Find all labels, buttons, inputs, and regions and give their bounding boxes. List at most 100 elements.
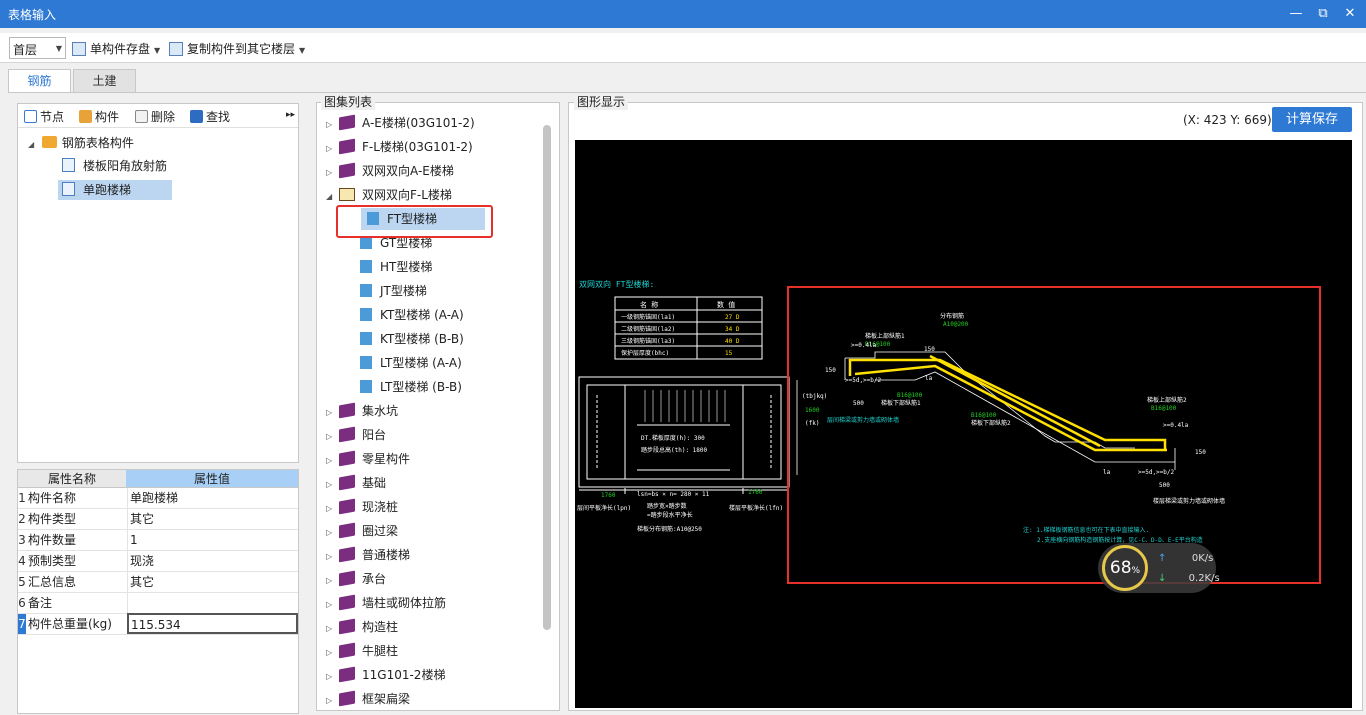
atlas-group-item[interactable]: ▷牛腿柱 (326, 640, 398, 662)
drawing-canvas[interactable]: 双网双向 FT型楼梯: 名 称 数 值 一级钢筋锚固(la1) 27 D 二级钢… (575, 140, 1352, 708)
stair-drawing: 双网双向 FT型楼梯: 名 称 数 值 一级钢筋锚固(la1) 27 D 二级钢… (577, 279, 1321, 584)
property-value[interactable]: 其它 (127, 572, 298, 592)
expand-icon[interactable]: ▷ (326, 168, 333, 177)
tree-root[interactable]: ◢ 钢筋表格构件 (28, 133, 134, 153)
atlas-group-item[interactable]: ▷双网双向A-E楼梯 (326, 160, 454, 182)
expand-icon[interactable]: ▷ (326, 552, 333, 561)
expand-icon[interactable]: ▷ (326, 624, 333, 633)
atlas-group-item[interactable]: ▷阳台 (326, 424, 386, 446)
property-value[interactable]: 其它 (127, 509, 298, 529)
atlas-group-item[interactable]: ▷普通楼梯 (326, 544, 410, 566)
expand-icon[interactable]: ▷ (326, 504, 333, 513)
save-single-component-button[interactable]: 单构件存盘▼ (72, 40, 160, 58)
collapse-icon[interactable]: ◢ (28, 140, 35, 149)
atlas-child-item[interactable]: KT型楼梯 (B-B) (360, 328, 464, 350)
book-icon (339, 666, 355, 683)
atlas-item-label: 零星构件 (362, 452, 411, 466)
highlight-box (787, 286, 1321, 584)
plan-label: (tbjkq) (802, 393, 827, 400)
copy-to-floor-button[interactable]: 复制构件到其它楼层▼ (169, 40, 305, 58)
section-label: B16@100 (865, 341, 891, 348)
atlas-child-item[interactable]: LT型楼梯 (A-A) (360, 352, 462, 374)
property-name: 汇总信息 (28, 575, 77, 589)
atlas-group-item[interactable]: ▷构造柱 (326, 616, 398, 638)
expand-icon[interactable]: ▷ (326, 408, 333, 417)
find-button[interactable]: 查找 (190, 108, 230, 125)
drawing-page-icon (360, 356, 372, 369)
atlas-group-item[interactable]: ▷框架扁梁 (326, 688, 410, 710)
main-toolbar: 首层 ▼ 单构件存盘▼ 复制构件到其它楼层▼ (0, 33, 1366, 63)
atlas-group-item[interactable]: ▷ 零星构件 (326, 448, 410, 470)
expand-icon[interactable]: ▷ (326, 144, 333, 153)
property-value[interactable]: 1 (127, 530, 298, 550)
atlas-group-item[interactable]: ▷集水坑 (326, 400, 398, 422)
expand-icon[interactable]: ▷ (326, 576, 333, 585)
atlas-scrollbar[interactable] (543, 125, 551, 630)
atlas-child-item[interactable]: JT型楼梯 (360, 280, 427, 302)
expand-icon[interactable]: ▷ (326, 456, 333, 465)
atlas-child-item[interactable]: GT型楼梯 (360, 232, 432, 254)
atlas-group-item[interactable]: ▷墙柱或砌体拉筋 (326, 592, 446, 614)
atlas-group-item[interactable]: ▷基础 (326, 472, 386, 494)
component-doc-icon (62, 158, 75, 172)
atlas-child-item[interactable]: HT型楼梯 (360, 256, 432, 278)
atlas-child-item[interactable]: FT型楼梯 (361, 208, 485, 230)
property-value[interactable]: 单跑楼梯 (127, 488, 298, 508)
atlas-child-item[interactable]: KT型楼梯 (A-A) (360, 304, 464, 326)
expand-icon[interactable]: ▷ (326, 120, 333, 129)
atlas-group-item[interactable]: ▷圈过梁 (326, 520, 398, 542)
atlas-group-item[interactable]: ▷承台 (326, 568, 386, 590)
book-icon (339, 570, 355, 587)
open-book-icon (339, 188, 355, 201)
expand-icon[interactable]: ▷ (326, 528, 333, 537)
row-index: 1 (18, 491, 26, 505)
row-index: 6 (18, 596, 26, 610)
property-value-editor[interactable]: 115.534 (127, 613, 298, 634)
add-component-button[interactable]: 构件 (79, 108, 119, 125)
network-speed-widget[interactable]: 68% ↑ 0K/s ↓ 0.2K/s (1098, 543, 1220, 593)
property-value[interactable]: 现浇 (127, 551, 298, 571)
expand-icon[interactable]: ▷ (326, 648, 333, 657)
book-icon (339, 138, 355, 155)
tab-civil[interactable]: 土建 (73, 69, 136, 93)
minimize-icon[interactable]: — (1289, 6, 1303, 21)
tab-rebar[interactable]: 钢筋 (8, 69, 71, 93)
atlas-group-item[interactable]: ▷A-E楼梯(03G101-2) (326, 112, 475, 134)
expand-icon[interactable]: ▷ (326, 600, 333, 609)
expand-icon[interactable]: ▷ (326, 480, 333, 489)
add-node-button[interactable]: 节点 (24, 108, 64, 125)
atlas-group-item[interactable]: ▷现浇桩 (326, 496, 398, 518)
atlas-item-label: KT型楼梯 (B-B) (380, 332, 464, 346)
speed-percent-value: 68 (1109, 558, 1132, 578)
expand-icon[interactable]: ▷ (326, 672, 333, 681)
section-label: 层间梯梁或剪力墙或砌体墙 (827, 416, 899, 424)
tree-item-selected[interactable]: 单跑楼梯 (58, 180, 172, 200)
section-label: 150 (924, 346, 935, 353)
calculate-save-button[interactable]: 计算保存 (1272, 107, 1352, 132)
property-value[interactable] (127, 593, 298, 613)
section-label: >=0.4la (851, 342, 877, 349)
book-icon (339, 162, 355, 179)
atlas-group-item[interactable]: ▷F-L楼梯(03G101-2) (326, 136, 473, 158)
floor-select[interactable]: 首层 ▼ (9, 37, 66, 59)
restore-icon[interactable]: ⧉ (1318, 6, 1328, 21)
atlas-group-item[interactable]: ◢双网双向F-L楼梯 (326, 184, 452, 206)
expand-icon[interactable]: ▷ (326, 432, 333, 441)
atlas-child-item[interactable]: LT型楼梯 (B-B) (360, 376, 462, 398)
atlas-item-label: JT型楼梯 (380, 284, 427, 298)
atlas-group-item[interactable]: ▷11G101-2楼梯 (326, 664, 445, 686)
table-cell: 三级钢筋锚固(la3) (621, 337, 675, 345)
delete-button[interactable]: 删除 (135, 108, 175, 125)
collapse-icon[interactable]: ◢ (326, 192, 333, 201)
overflow-arrow-icon[interactable]: ▸▸ (286, 110, 296, 120)
close-icon[interactable]: ✕ (1344, 6, 1356, 21)
expand-icon[interactable]: ▷ (326, 696, 333, 705)
tree-item[interactable]: 楼板阳角放射筋 (62, 156, 167, 176)
